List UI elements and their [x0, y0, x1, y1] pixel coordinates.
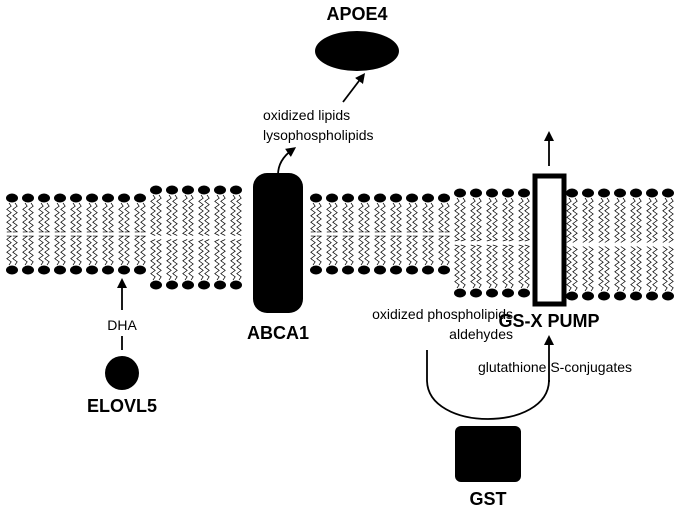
glutathione-label: glutathione S-conjugates — [478, 359, 632, 375]
phospholipid — [102, 235, 115, 275]
phospholipid — [214, 185, 226, 236]
phospholipid — [166, 239, 178, 290]
phospholipid — [230, 185, 242, 236]
abca1-transporter — [253, 173, 303, 313]
gst-enzyme — [455, 426, 521, 482]
aldehydes-label: aldehydes — [449, 326, 513, 342]
apoe4-shape — [315, 31, 399, 71]
phospholipid — [54, 235, 67, 275]
phospholipid — [342, 193, 355, 233]
phospholipid — [182, 185, 194, 236]
phospholipid — [118, 193, 131, 233]
phospholipid — [662, 188, 674, 243]
phospholipid — [646, 188, 658, 243]
apoe4-label: APOE4 — [326, 4, 387, 24]
phospholipid — [662, 246, 674, 301]
phospholipid — [86, 235, 99, 275]
phospholipid — [614, 246, 626, 301]
lipid-bilayer — [6, 185, 674, 301]
elovl5-shape — [105, 356, 139, 390]
phospholipid — [134, 193, 147, 233]
phospholipid — [646, 246, 658, 301]
phospholipid — [454, 188, 466, 242]
phospholipid — [214, 239, 226, 290]
phospholipid — [326, 235, 339, 275]
elovl5-label: ELOVL5 — [87, 396, 157, 416]
phospholipid — [438, 193, 451, 233]
phospholipid — [470, 188, 482, 242]
gst-cycle-path — [426, 350, 550, 420]
phospholipid — [422, 193, 435, 233]
phospholipid — [38, 235, 51, 275]
phospholipid — [102, 193, 115, 233]
phospholipid — [374, 235, 387, 275]
phospholipid — [310, 235, 323, 275]
phospholipid — [454, 244, 466, 298]
oxidized-phospholipids-label: oxidized phospholipids — [372, 306, 513, 322]
dha-label: DHA — [107, 317, 137, 333]
phospholipid — [6, 193, 19, 233]
apoe4-arrow — [342, 73, 366, 103]
phospholipid — [582, 188, 594, 243]
phospholipid — [390, 235, 403, 275]
gsx-pump — [532, 173, 567, 307]
phospholipid — [486, 188, 498, 242]
lysophospholipids-label: lysophospholipids — [263, 127, 374, 143]
phospholipid — [566, 246, 578, 301]
phospholipid — [422, 235, 435, 275]
phospholipid — [198, 185, 210, 236]
phospholipid — [358, 193, 371, 233]
gst-label: GST — [469, 489, 506, 509]
phospholipid — [486, 244, 498, 298]
phospholipid — [22, 193, 35, 233]
phospholipid — [310, 193, 323, 233]
phospholipid — [38, 193, 51, 233]
phospholipid — [614, 188, 626, 243]
phospholipid — [598, 188, 610, 243]
phospholipid — [406, 235, 419, 275]
phospholipid — [54, 193, 67, 233]
phospholipid — [598, 246, 610, 301]
oxidized-lipids-label: oxidized lipids — [263, 107, 350, 123]
phospholipid — [150, 185, 162, 236]
phospholipid — [518, 188, 530, 242]
phospholipid — [326, 193, 339, 233]
phospholipid — [230, 239, 242, 290]
phospholipid — [470, 244, 482, 298]
phospholipid — [566, 188, 578, 243]
phospholipid — [518, 244, 530, 298]
phospholipid — [118, 235, 131, 275]
phospholipid — [70, 235, 83, 275]
phospholipid — [374, 193, 387, 233]
phospholipid — [6, 235, 19, 275]
phospholipid — [182, 239, 194, 290]
gsx-pump-label: GS-X PUMP — [498, 311, 599, 331]
abca1-label: ABCA1 — [247, 323, 309, 343]
phospholipid — [134, 235, 147, 275]
phospholipid — [390, 193, 403, 233]
abca1-efflux-arrow — [277, 147, 297, 176]
phospholipid — [630, 188, 642, 243]
phospholipid — [406, 193, 419, 233]
phospholipid — [166, 185, 178, 236]
phospholipid — [502, 188, 514, 242]
phospholipid — [150, 239, 162, 290]
phospholipid — [502, 244, 514, 298]
phospholipid — [582, 246, 594, 301]
phospholipid — [438, 235, 451, 275]
phospholipid — [342, 235, 355, 275]
phospholipid — [358, 235, 371, 275]
phospholipid — [70, 193, 83, 233]
phospholipid — [630, 246, 642, 301]
phospholipid — [86, 193, 99, 233]
phospholipid — [22, 235, 35, 275]
phospholipid — [198, 239, 210, 290]
